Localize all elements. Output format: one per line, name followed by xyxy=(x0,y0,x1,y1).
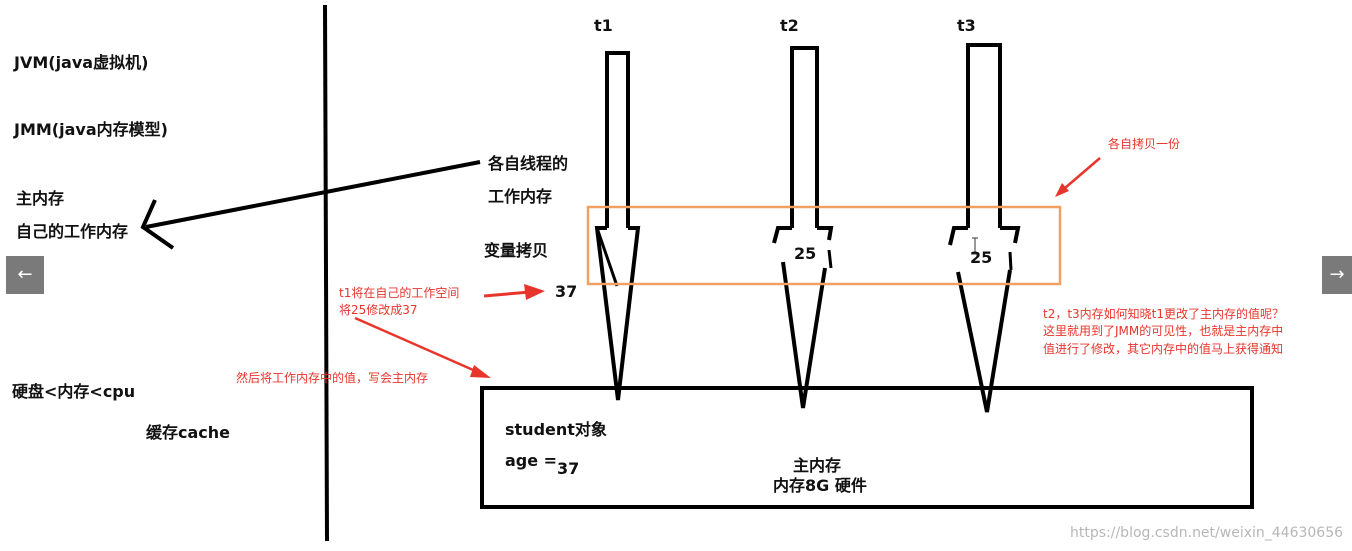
main-memory-subtitle: 内存8G 硬件 xyxy=(773,476,867,495)
red-arrow-t1-modify xyxy=(483,284,545,300)
main-memory-title: 主内存 xyxy=(793,456,842,475)
jvm-label: JVM(java虚拟机) xyxy=(14,53,149,72)
variable-copy-highlight xyxy=(586,205,1062,286)
visibility-annotation-line2: 这里就用到了JMM的可见性，也就是主内存中 xyxy=(1043,324,1284,338)
storage-hierarchy-label: 硬盘<内存<cpu xyxy=(12,382,136,401)
t1-modify-annotation-line2: 将25修改成37 xyxy=(339,303,418,317)
own-working-memory-label: 自己的工作内存 xyxy=(16,222,129,241)
t2-copy-value: 25 xyxy=(794,244,817,263)
variable-copy-label: 变量拷贝 xyxy=(484,241,549,260)
age-label: age = xyxy=(505,451,558,470)
thread-t3-label: t3 xyxy=(957,16,976,35)
t3-arrow xyxy=(948,43,1021,413)
arrow-right-icon: → xyxy=(1329,264,1345,285)
each-thread-label-line2: 工作内存 xyxy=(488,187,553,206)
age-value: 37 xyxy=(557,459,580,478)
t1-modify-annotation-line1: t1将在自己的工作空间 xyxy=(339,286,460,300)
cache-label: 缓存cache xyxy=(146,423,231,442)
red-arrow-each-copy xyxy=(1055,157,1101,197)
visibility-annotation-line3: 值进行了修改，其它内存中的值马上获得通知 xyxy=(1043,342,1284,356)
visibility-annotation-line1: t2，t3内存如何知晓t1更改了主内存的值呢？ xyxy=(1043,307,1285,321)
red-arrow-write-back xyxy=(354,316,491,378)
working-memory-arrow xyxy=(140,160,481,250)
thread-t2-label: t2 xyxy=(780,16,799,35)
main-memory-label: 主内存 xyxy=(16,189,65,208)
each-thread-label-line1: 各自线程的 xyxy=(488,154,569,173)
t1-arrow xyxy=(594,51,641,401)
main-memory-box xyxy=(480,386,1254,509)
next-slide-button[interactable]: → xyxy=(1322,256,1352,294)
prev-slide-button[interactable]: ← xyxy=(6,256,44,294)
t2-arrow xyxy=(772,46,834,409)
t1-copy-value: 37 xyxy=(555,282,578,301)
watermark: https://blog.csdn.net/weixin_44630656 xyxy=(1070,525,1344,541)
student-object-label: student对象 xyxy=(505,420,607,439)
text-cursor-icon xyxy=(972,237,978,255)
arrow-left-icon: ← xyxy=(17,264,33,285)
vertical-divider xyxy=(323,4,329,542)
jmm-label: JMM(java内存模型) xyxy=(14,120,168,139)
each-copy-annotation: 各自拷贝一份 xyxy=(1108,137,1181,151)
t3-copy-value: 25 xyxy=(970,248,993,267)
write-back-annotation: 然后将工作内存中的值，写会主内存 xyxy=(236,371,429,385)
thread-t1-label: t1 xyxy=(594,16,613,35)
